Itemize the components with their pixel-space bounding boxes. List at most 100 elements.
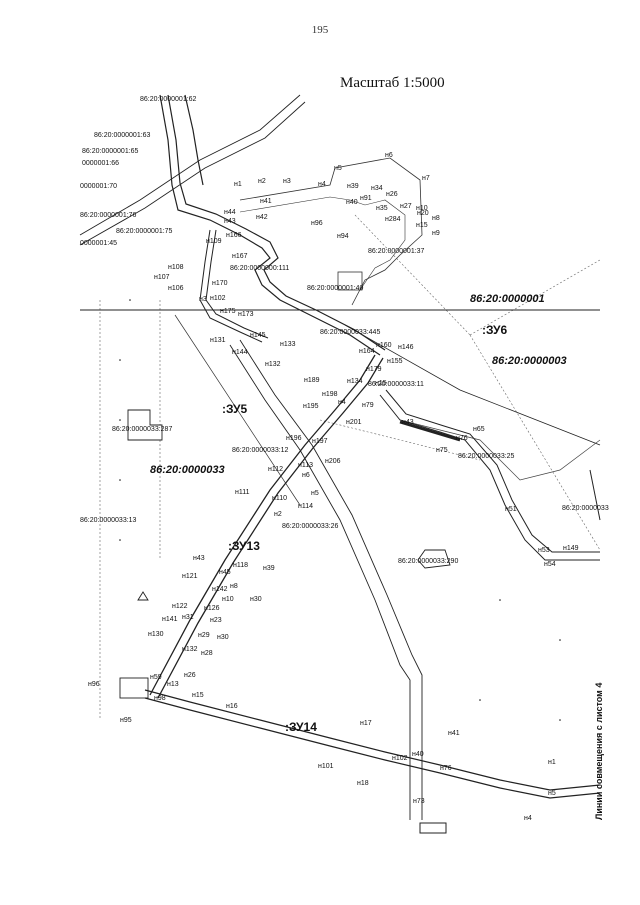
point-label: н133 <box>280 341 296 348</box>
side-note: Линии совмещения с листом 4 <box>594 683 604 820</box>
point-label: н43 <box>224 218 236 225</box>
point-label: н59 <box>150 674 162 681</box>
pipeline-north <box>159 94 386 356</box>
cadastral-label: 86:20:0000033 <box>562 505 609 512</box>
point-label: н146 <box>398 344 414 351</box>
point-label: н122 <box>172 603 188 610</box>
point-label: н132 <box>182 646 198 653</box>
point-label: н142 <box>212 586 228 593</box>
point-label: н198 <box>322 391 338 398</box>
point-label: н6 <box>385 152 393 159</box>
point-label: н126 <box>204 605 220 612</box>
point-label: н101 <box>318 763 334 770</box>
point-label: н112 <box>268 466 283 473</box>
point-label: н7 <box>422 175 430 182</box>
point-label: н30 <box>250 596 262 603</box>
point-label: н110 <box>272 495 287 502</box>
point-label: н39 <box>347 183 359 190</box>
point-label: н40 <box>412 751 424 758</box>
point-label: н145 <box>250 332 266 339</box>
road-northwest <box>79 94 306 246</box>
point-label: н149 <box>563 545 579 552</box>
point-label: н27 <box>400 203 412 210</box>
point-label: н130 <box>148 631 164 638</box>
point-label: н73 <box>413 798 425 805</box>
point-label: н26 <box>386 191 398 198</box>
cadastral-label: 86:20:0000001:62 <box>140 96 197 103</box>
point-label: н5 <box>548 790 556 797</box>
point-label: н40 <box>346 199 358 206</box>
point-label: н3 <box>283 178 291 185</box>
point-label: н160 <box>376 342 392 349</box>
point-label: н121 <box>182 573 198 580</box>
point-label: н102 <box>210 295 226 302</box>
point-label: н65 <box>473 426 485 433</box>
point-label: н15 <box>192 692 204 699</box>
parcel-label-zu13: :ЗУ13 <box>228 539 260 553</box>
cadastral-label: 0000001:70 <box>80 183 117 190</box>
point-label: н34 <box>371 185 383 192</box>
point-label: н197 <box>312 438 328 445</box>
point-label: н4 <box>338 399 346 406</box>
triangle-marker <box>137 591 149 601</box>
point-label: н91 <box>360 195 372 202</box>
cadastral-label: 86:20:0000000:111 <box>230 265 289 272</box>
point-label: н102 <box>392 755 408 762</box>
point-label: н114 <box>298 503 313 510</box>
point-label: н170 <box>212 280 228 287</box>
zone-boundary-east <box>344 324 601 446</box>
point-label: н144 <box>232 349 248 356</box>
point-label: н15 <box>375 380 387 387</box>
cadastral-label: 0000001:45 <box>80 240 117 247</box>
cadastral-label: 86:20:0000001:75 <box>116 228 173 235</box>
point-label: н109 <box>206 238 222 245</box>
point-label: н15 <box>416 222 428 229</box>
point-label: н94 <box>337 233 349 240</box>
point-label: н20 <box>417 210 429 217</box>
cadastral-label: 86:20:0000001:40 <box>307 285 364 292</box>
cadastral-label: 86:20:0000033:12 <box>232 447 289 454</box>
point-label: н43 <box>402 419 414 426</box>
point-label: н113 <box>298 462 313 469</box>
zone-label-1: 86:20:0000001 <box>470 293 545 305</box>
point-label: н28 <box>201 650 213 657</box>
point-label: н2 <box>258 178 266 185</box>
point-label: н17 <box>360 720 372 727</box>
point-label: н76 <box>456 435 468 442</box>
point-label: н95 <box>120 717 132 724</box>
structure-box-north <box>337 271 363 291</box>
point-label: н4 <box>524 815 532 822</box>
point-label: н8 <box>432 215 440 222</box>
point-label: н30 <box>217 634 229 641</box>
point-label: н79 <box>362 402 374 409</box>
cadastral-label: 86:20:0000033:445 <box>320 329 380 336</box>
point-label: н43 <box>193 555 205 562</box>
point-label: н131 <box>210 337 226 344</box>
point-label: н189 <box>304 377 320 384</box>
structure-polygon-287 <box>127 409 163 441</box>
point-label: н76 <box>440 765 452 772</box>
point-label: н45 <box>219 569 231 576</box>
cadastral-label: 0000001:66 <box>82 160 119 167</box>
cadastral-label: 86:20:0000001:63 <box>94 132 151 139</box>
point-label: н9 <box>432 230 440 237</box>
point-label: н29 <box>198 632 210 639</box>
zone-label-3: 86:20:0000003 <box>492 355 567 367</box>
point-label: н6 <box>302 472 310 479</box>
corridor-zu13 <box>149 354 384 699</box>
point-label: н31 <box>182 614 194 621</box>
point-label: н196 <box>286 435 302 442</box>
point-label: н18 <box>357 780 369 787</box>
point-label: н201 <box>346 419 362 426</box>
point-label: н111 <box>235 489 250 496</box>
point-label: н2 <box>274 511 282 518</box>
point-label: н35 <box>376 205 388 212</box>
point-label: н195 <box>303 403 319 410</box>
point-label: н54 <box>544 561 556 568</box>
point-label: н13 <box>167 681 179 688</box>
point-label: н96 <box>88 681 100 688</box>
point-label: н155 <box>387 358 403 365</box>
cadastral-label: 86:20:0000033:25 <box>458 453 515 460</box>
